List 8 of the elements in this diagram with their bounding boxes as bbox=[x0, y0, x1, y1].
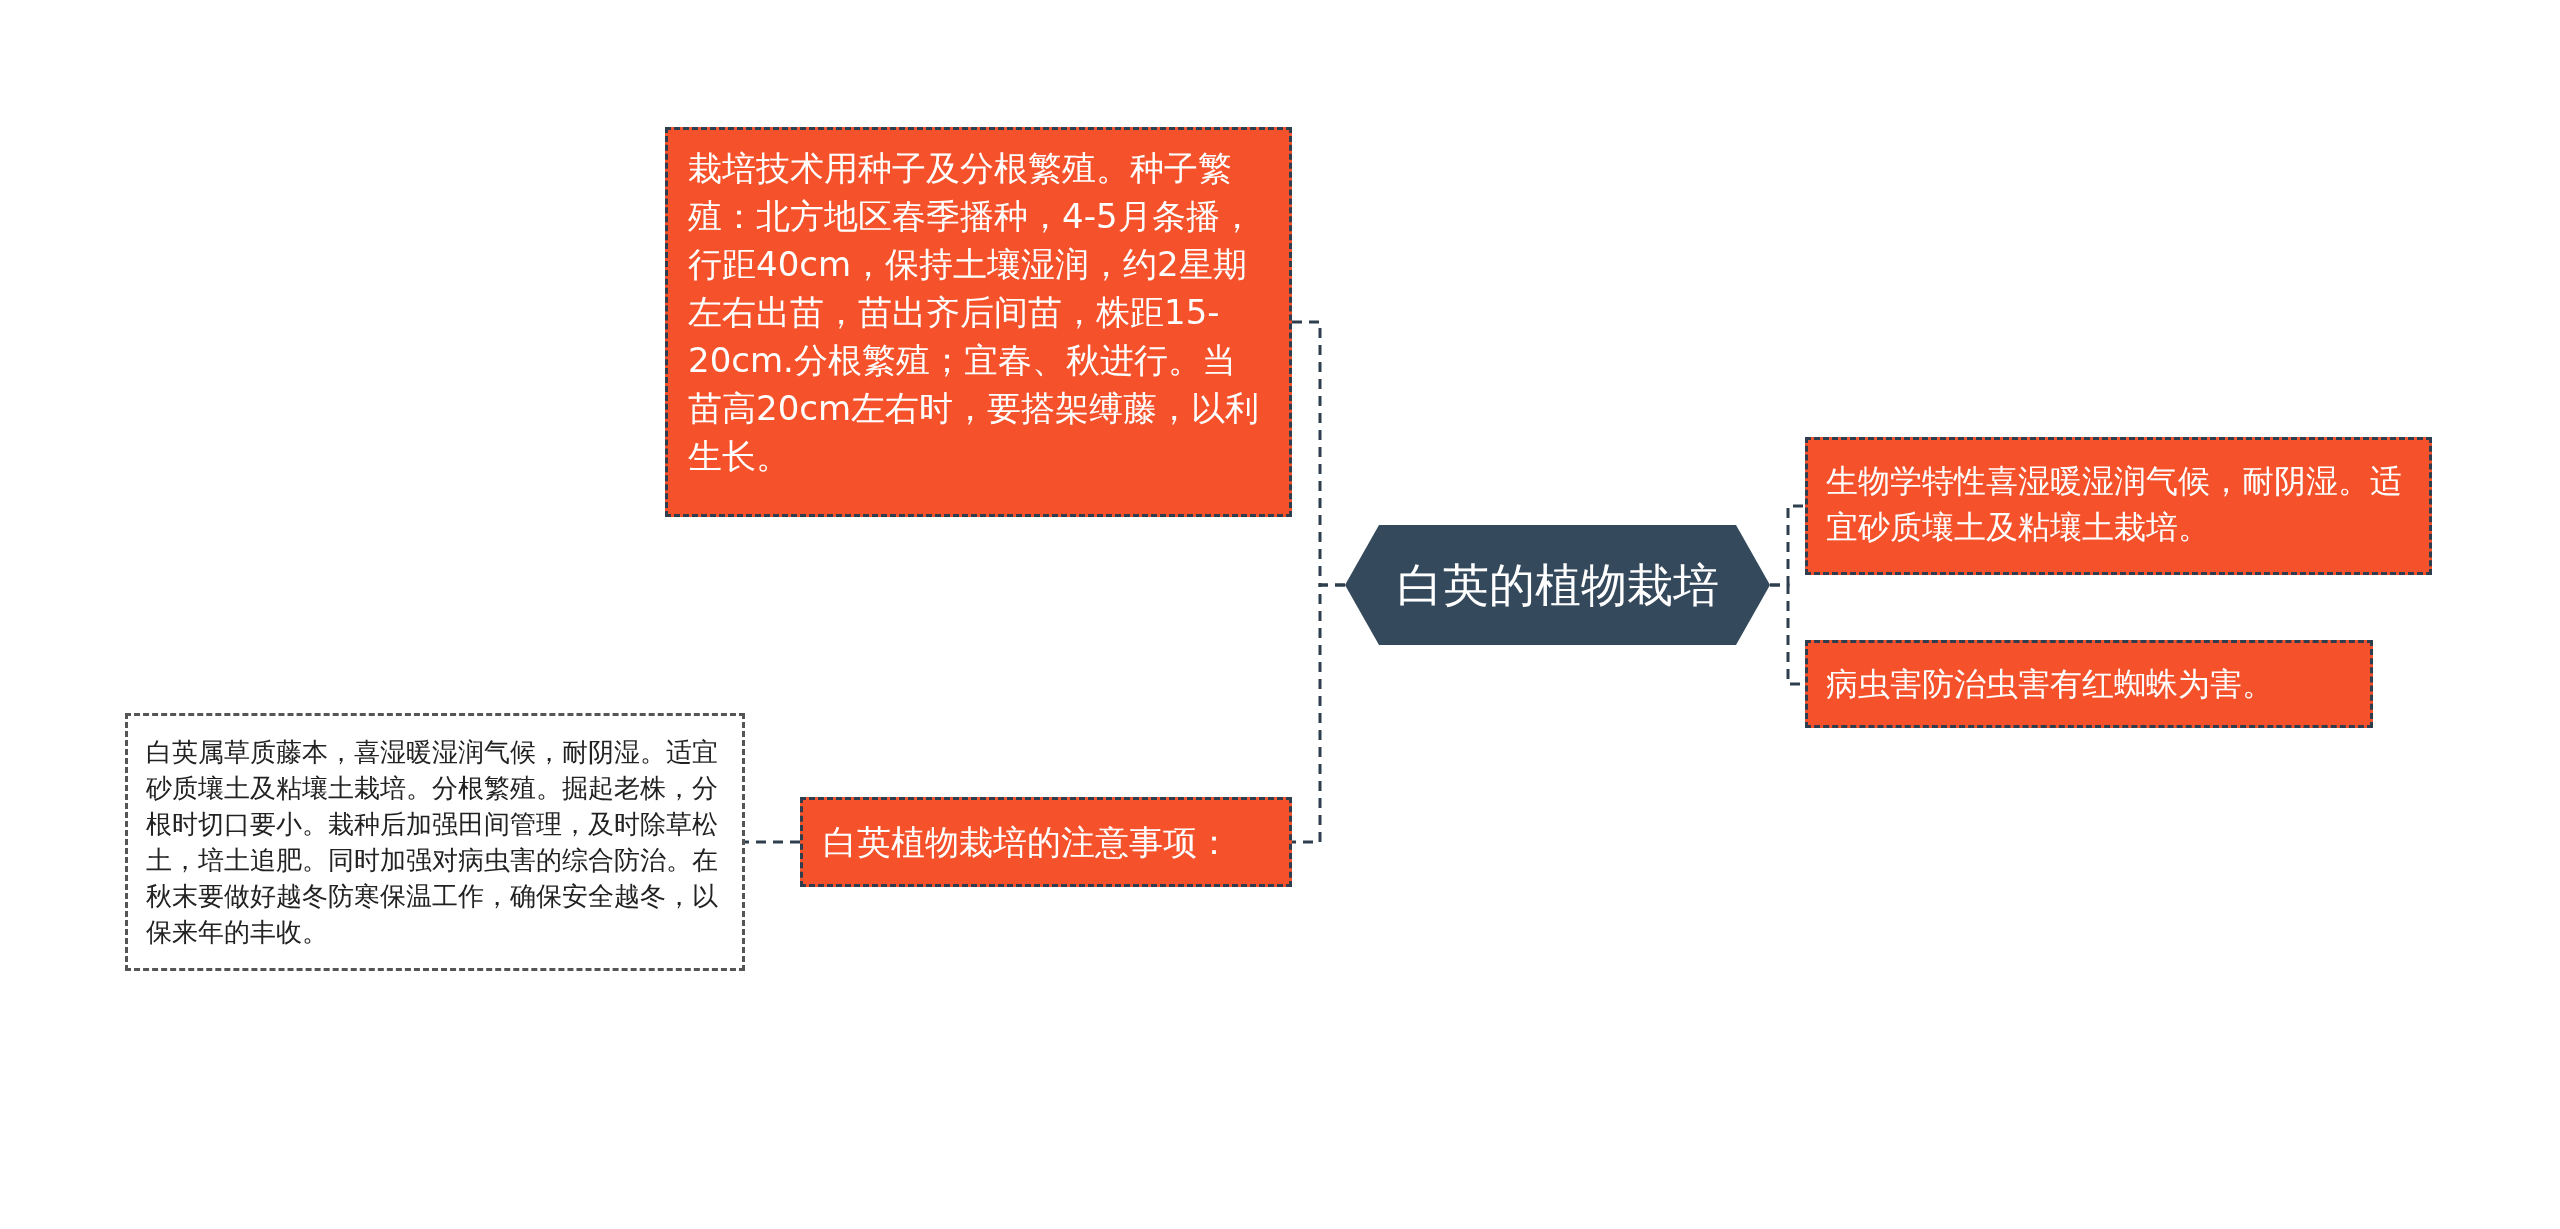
topic-box: 白英植物栽培的注意事项： bbox=[800, 797, 1292, 887]
topic-box: 病虫害防治虫害有红蜘蛛为害。 bbox=[1805, 640, 2373, 728]
central-topic: 白英的植物栽培 bbox=[1345, 525, 1770, 645]
topic-box: 栽培技术用种子及分根繁殖。种子繁殖：北方地区春季播种，4-5月条播，行距40cm，保持土壤湿润，约2星期左右出苗，苗出齐后间苗，株距15-20cm.分根繁殖；宜春、秋进行。当苗高20cm左右时，要搭架缚藤，以利生长。 bbox=[665, 127, 1292, 517]
connector bbox=[1292, 583, 1345, 844]
topic-box: 生物学特性喜湿暖湿润气候，耐阴湿。适宜砂质壤土及粘壤土栽培。 bbox=[1805, 437, 2432, 575]
note-box: 白英属草质藤本，喜湿暖湿润气候，耐阴湿。适宜砂质壤土及粘壤土栽培。分根繁殖。掘起老株，分根时切口要小。栽种后加强田间管理，及时除草松土，培土追肥。同时加强对病虫害的综合防治。在秋末要做好越冬防寒保温工作，确保安全越冬，以保来年的丰收。 bbox=[125, 713, 745, 971]
connector bbox=[745, 840, 800, 844]
